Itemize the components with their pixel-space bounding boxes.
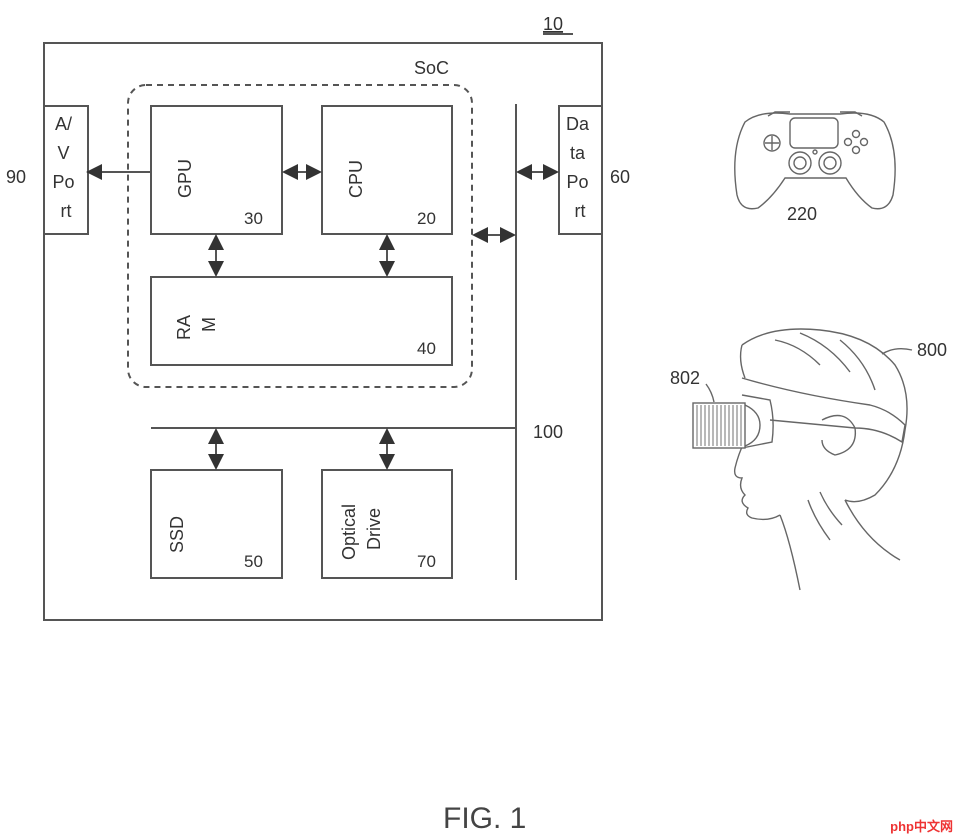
optical-label-line1: Optical: [339, 504, 359, 560]
ram-box: [150, 276, 453, 366]
game-controller-icon: [734, 111, 896, 210]
av-port-ref: 90: [6, 167, 26, 187]
ram-label-line1: RA: [174, 315, 194, 340]
cpu-ref: 20: [417, 209, 436, 228]
figure-caption: FIG. 1: [443, 802, 526, 835]
ram-label-line2: M: [199, 317, 219, 332]
gpu-ref: 30: [244, 209, 263, 228]
av-port-label: A/ V Po rt: [52, 114, 79, 221]
gpu-label: GPU: [175, 159, 195, 198]
data-port-ref: 60: [610, 167, 630, 187]
soc-label: SoC: [414, 58, 449, 78]
optical-drive-box: [321, 469, 453, 579]
ssd-ref: 50: [244, 552, 263, 571]
vr-headset-user-illustration: [692, 328, 913, 591]
hmd-ref: 800: [917, 340, 947, 360]
display-ref: 802: [670, 368, 700, 388]
data-port-box: [558, 105, 603, 235]
data-port-label: Da ta Po rt: [566, 114, 594, 221]
bus-ref: 100: [533, 422, 563, 442]
optical-ref: 70: [417, 552, 436, 571]
watermark-logo: php中文网: [887, 815, 956, 836]
av-port-box: [43, 105, 89, 235]
ssd-label: SSD: [167, 516, 187, 553]
ram-ref: 40: [417, 339, 436, 358]
soc-boundary: [127, 84, 473, 388]
cpu-label: CPU: [346, 160, 366, 198]
controller-ref: 220: [787, 204, 817, 224]
ssd-box: [150, 469, 283, 579]
system-ref-label: 10: [543, 14, 563, 34]
optical-label-line2: Drive: [364, 508, 384, 550]
cpu-box: [321, 105, 453, 235]
